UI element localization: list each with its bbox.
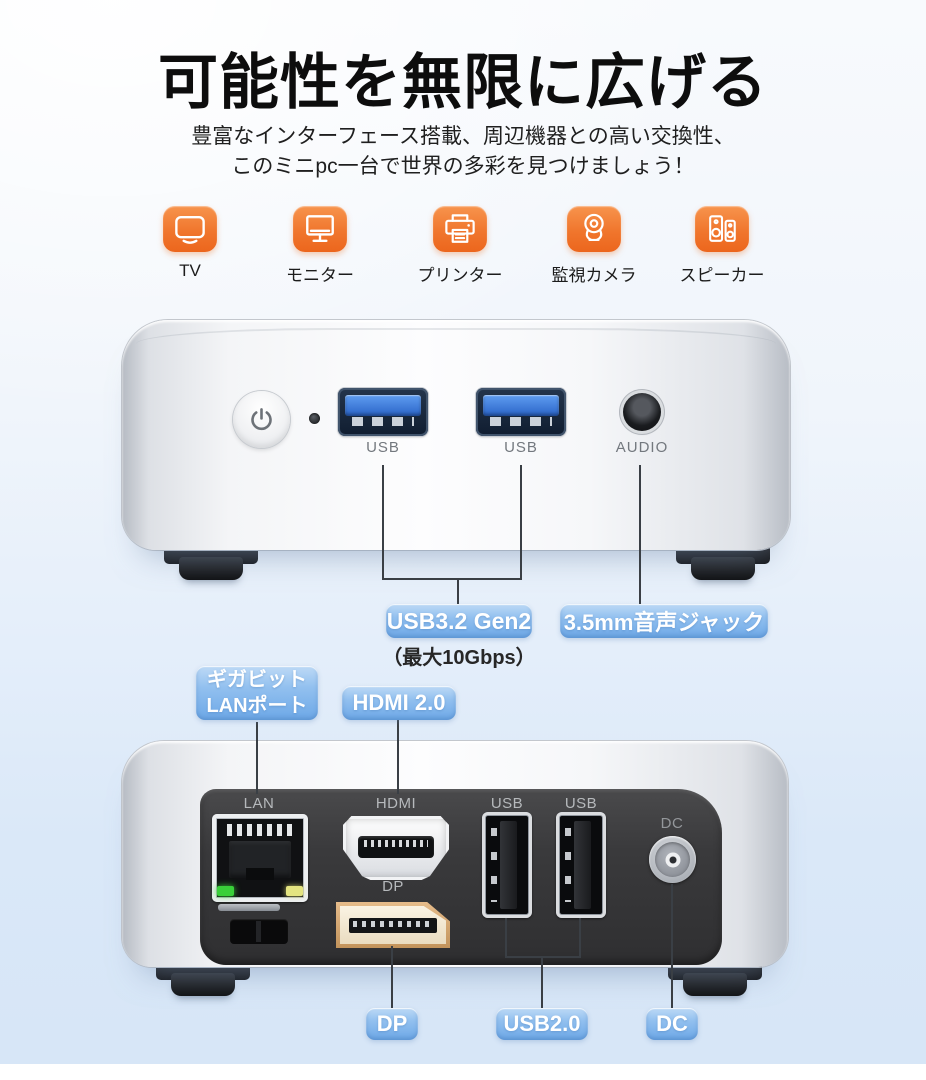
rear-usb-label-1: USB <box>490 795 524 812</box>
callout-usb3-speed: （最大10Gbps） <box>382 647 536 669</box>
power-icon <box>251 408 272 431</box>
dp-port <box>336 902 450 948</box>
callout-line-usb1 <box>382 465 384 578</box>
peripheral-surveillance-camera: 監視カメラ <box>534 206 654 286</box>
hdmi-port-slot <box>358 836 434 858</box>
callout-dc-label: DC <box>646 1008 698 1040</box>
callout-line-dc <box>671 884 673 1008</box>
usb-port-contacts <box>352 417 414 426</box>
speaker-icon <box>695 206 749 252</box>
usb3-port-2 <box>476 388 566 436</box>
status-led <box>309 413 320 424</box>
usb3-port-1 <box>338 388 428 436</box>
subtitle-line-2: このミニpc一台で世界の多彩を見つけましょう！ <box>231 155 695 178</box>
usb-port-contacts <box>490 417 552 426</box>
dc-port-label: DC <box>660 815 684 832</box>
lock-slot <box>230 919 288 944</box>
callout-line-usb2-center <box>541 956 543 1008</box>
usb2-port-1 <box>482 812 532 918</box>
peripheral-label: スピーカー <box>679 266 765 285</box>
lan-led-yellow <box>286 886 303 896</box>
callout-line-usb-center <box>457 578 459 606</box>
callout-line-hdmi <box>397 720 399 794</box>
dp-port-slot <box>349 918 437 933</box>
usb2-port-2 <box>556 812 606 918</box>
bottom-white-strip <box>0 1064 926 1080</box>
audio-jack <box>623 393 661 431</box>
callout-line-dp <box>391 946 393 1008</box>
usb-port-label-2: USB <box>504 439 538 456</box>
printer-icon <box>433 206 487 252</box>
callout-line-usb-merge <box>382 578 522 580</box>
usb-port-tongue <box>345 395 421 416</box>
callout-lan-line1: ギガビット <box>207 669 307 691</box>
page-title: 可能性を無限に広げる <box>158 49 768 116</box>
callout-hdmi-label: HDMI 2.0 <box>342 686 456 720</box>
callout-line-usb2a <box>505 918 507 958</box>
mini-pc-front-view: USB USB AUDIO <box>122 320 790 550</box>
usb-port-tongue <box>500 821 517 909</box>
lan-port-label: LAN <box>243 795 275 812</box>
rear-io-panel: LAN HDMI DP USB USB <box>200 789 722 965</box>
callout-usb2-label: USB2.0 <box>496 1008 588 1040</box>
audio-port-label: AUDIO <box>615 439 669 456</box>
lan-latch-tab <box>218 904 280 911</box>
callout-line-lan <box>256 722 258 794</box>
lan-port-pins <box>227 824 293 836</box>
usb-port-tongue <box>574 821 591 909</box>
hdmi-port-label: HDMI <box>375 795 417 812</box>
callout-usb3-label: USB3.2 Gen2 <box>386 604 532 638</box>
peripheral-label: TV <box>179 261 201 280</box>
subtitle-line-1: 豊富なインターフェース搭載、周辺機器との高い交換性、 <box>191 125 735 148</box>
surveillance-camera-icon <box>567 206 621 252</box>
peripheral-label: プリンター <box>417 266 503 285</box>
callout-line-usb2-merge <box>505 956 581 958</box>
callout-dp-label: DP <box>366 1008 418 1040</box>
mini-pc-rear-view: LAN HDMI DP USB USB <box>122 741 788 967</box>
hdmi-port <box>343 816 449 880</box>
tv-icon <box>163 206 217 252</box>
peripheral-monitor: モニター <box>260 206 380 286</box>
usb-port-contacts <box>565 828 571 902</box>
page-subtitle: 豊富なインターフェース搭載、周辺機器との高い交換性、 このミニpc一台で世界の多… <box>0 122 926 182</box>
peripheral-speaker: スピーカー <box>662 206 782 286</box>
callout-lan-label: ギガビット LANポート <box>196 666 318 720</box>
callout-line-usb2 <box>520 465 522 578</box>
lan-led-green <box>217 886 234 896</box>
dc-jack <box>649 836 696 883</box>
peripheral-printer: プリンター <box>400 206 520 286</box>
lan-port-cavity <box>229 841 291 878</box>
callout-audio-label: 3.5mm音声ジャック <box>560 604 768 638</box>
usb-port-tongue <box>483 395 559 416</box>
monitor-icon <box>293 206 347 252</box>
peripheral-label: 監視カメラ <box>551 266 637 285</box>
lan-port <box>212 814 308 902</box>
callout-lan-line2: LANポート <box>206 695 308 717</box>
callout-line-audio <box>639 465 641 606</box>
peripheral-label: モニター <box>286 266 354 285</box>
power-button <box>233 391 290 448</box>
peripheral-tv: TV <box>130 206 250 281</box>
usb-port-label-1: USB <box>366 439 400 456</box>
callout-line-usb2b <box>579 918 581 958</box>
dp-port-label: DP <box>382 878 404 895</box>
usb-port-contacts <box>491 828 497 902</box>
rear-usb-label-2: USB <box>564 795 598 812</box>
